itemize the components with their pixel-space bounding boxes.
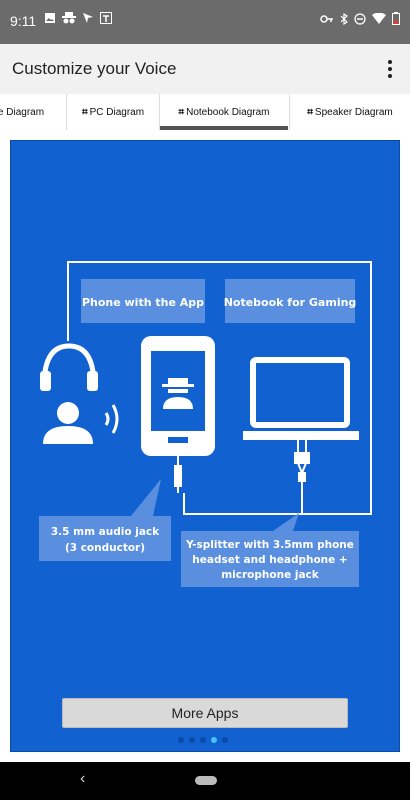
jack-label-line2: (3 conductor) bbox=[65, 542, 145, 554]
page-title: Customize your Voice bbox=[12, 59, 177, 78]
y-splitter-icon bbox=[294, 440, 310, 482]
system-nav-bar: ‹ bbox=[0, 762, 410, 800]
cursor-icon bbox=[83, 13, 93, 23]
content-area: Phone with the App Notebook for Gaming bbox=[0, 130, 410, 762]
hash-icon: ⌗ bbox=[178, 106, 185, 118]
sound-waves-icon bbox=[104, 404, 119, 434]
tab-pc-diagram[interactable]: ⌗ PC Diagram bbox=[70, 94, 156, 130]
headset-user-icon bbox=[40, 343, 98, 444]
tab-label: Speaker Diagram bbox=[314, 106, 393, 118]
tab-partial-diagram[interactable]: e Diagram bbox=[0, 94, 46, 130]
spy-app-icon bbox=[162, 378, 194, 409]
audio-jack-icon bbox=[174, 456, 182, 493]
connection-wire bbox=[67, 261, 372, 515]
notebook-label: Notebook for Gaming bbox=[224, 296, 357, 309]
more-apps-button[interactable]: More Apps bbox=[62, 698, 348, 728]
splitter-callout-box bbox=[181, 513, 359, 587]
page-dot[interactable] bbox=[222, 737, 228, 743]
phone-label: Phone with the App bbox=[82, 296, 204, 309]
text-icon bbox=[100, 12, 112, 24]
phone-label-box bbox=[81, 279, 205, 323]
image-icon bbox=[45, 13, 55, 23]
notebook-icon bbox=[243, 357, 359, 440]
jack-label-line1: 3.5 mm audio jack bbox=[51, 526, 160, 538]
page-dot-active[interactable] bbox=[211, 737, 217, 743]
back-icon[interactable]: ‹ bbox=[80, 770, 86, 787]
minus-circle-icon bbox=[354, 12, 366, 25]
key-icon bbox=[320, 14, 333, 23]
tab-bar: e Diagram ⌗ PC Diagram ⌗ Notebook Diagra… bbox=[0, 94, 410, 131]
splitter-label-line3: microphone jack bbox=[221, 569, 320, 581]
splitter-label-line2: headset and headphone + bbox=[192, 554, 347, 566]
app-bar: Customize your Voice bbox=[0, 44, 410, 94]
tab-label: e Diagram bbox=[0, 106, 45, 118]
wifi-icon bbox=[372, 13, 386, 24]
status-bar: 9:11 bbox=[0, 0, 410, 44]
diagram-panel[interactable]: Phone with the App Notebook for Gaming bbox=[10, 140, 400, 752]
tab-label: Notebook Diagram bbox=[186, 106, 270, 118]
tab-notebook-diagram[interactable]: ⌗ Notebook Diagram bbox=[160, 94, 288, 130]
incognito-icon bbox=[62, 12, 76, 24]
battery-icon bbox=[392, 12, 400, 25]
phone-icon bbox=[141, 336, 215, 456]
page-dot[interactable] bbox=[200, 737, 206, 743]
page-dot[interactable] bbox=[189, 737, 195, 743]
notebook-label-box bbox=[225, 279, 355, 323]
splitter-label-line1: Y-splitter with 3.5mm phone bbox=[185, 539, 354, 551]
jack-callout-box bbox=[39, 479, 171, 561]
home-pill-icon[interactable] bbox=[195, 776, 217, 785]
page-dot[interactable] bbox=[178, 737, 184, 743]
overflow-menu-icon[interactable] bbox=[380, 56, 400, 82]
hash-icon: ⌗ bbox=[307, 106, 313, 118]
hash-icon: ⌗ bbox=[81, 106, 88, 118]
tab-speaker-diagram[interactable]: ⌗ Speaker Diagram bbox=[302, 94, 398, 130]
notebook-diagram: Phone with the App Notebook for Gaming bbox=[39, 261, 372, 587]
page-indicator bbox=[178, 737, 228, 743]
bluetooth-icon bbox=[340, 12, 348, 25]
status-time: 9:11 bbox=[10, 13, 37, 29]
tab-label: PC Diagram bbox=[89, 106, 145, 118]
